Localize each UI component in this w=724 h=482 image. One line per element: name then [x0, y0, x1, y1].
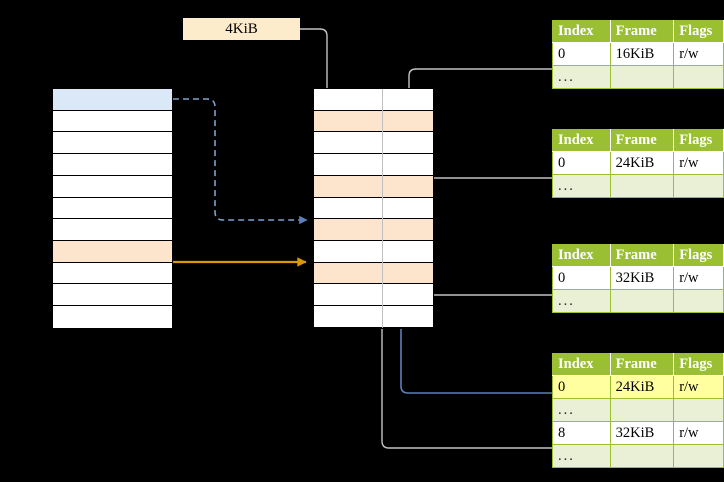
- cell-index: 0: [552, 266, 611, 290]
- table-row[interactable]: ...: [552, 65, 724, 89]
- table-row[interactable]: ...: [552, 444, 724, 468]
- cell-index: ...: [552, 65, 611, 89]
- left-memory-table-row[interactable]: [53, 306, 172, 328]
- cell-flags: [673, 444, 724, 468]
- middle-memory-table-row[interactable]: [314, 284, 433, 307]
- cell-frame: 32KiB: [609, 421, 675, 445]
- column-header-frame: Frame: [609, 353, 675, 376]
- middle-memory-table-row[interactable]: [314, 219, 433, 242]
- cell-frame: [609, 444, 675, 468]
- left-memory-table-row[interactable]: [53, 219, 172, 242]
- left-memory-table-row[interactable]: [53, 262, 172, 285]
- left-memory-table-row[interactable]: [53, 154, 172, 176]
- wire-left-blue-to-middle: [173, 98, 308, 225]
- wire-frame2-to-middle: [424, 177, 552, 218]
- column-header-index: Index: [552, 129, 611, 152]
- cell-frame: 24KiB: [609, 375, 675, 399]
- cell-flags: r/w: [673, 375, 724, 399]
- cell-index: ...: [552, 174, 611, 198]
- left-memory-table-row[interactable]: [53, 197, 172, 220]
- column-header-flags: Flags: [673, 244, 724, 267]
- left-memory-table-row[interactable]: [53, 89, 172, 111]
- cell-frame: 32KiB: [609, 266, 675, 290]
- table-row[interactable]: ...: [552, 398, 724, 422]
- table-row[interactable]: ...: [552, 289, 724, 313]
- cell-frame: [609, 398, 675, 422]
- page-size-label: 4KiB: [183, 18, 300, 40]
- cell-index: ...: [552, 289, 611, 313]
- cell-flags: [673, 289, 724, 313]
- left-memory-table-row[interactable]: [53, 175, 172, 198]
- cell-frame: 16KiB: [609, 42, 675, 66]
- middle-memory-table-row[interactable]: [314, 175, 433, 198]
- cell-index: 8: [552, 421, 611, 445]
- cell-flags: r/w: [673, 421, 724, 445]
- cell-flags: r/w: [673, 151, 724, 175]
- column-header-frame: Frame: [609, 20, 675, 43]
- left-memory-table-row[interactable]: [53, 241, 172, 263]
- cell-index: ...: [552, 398, 611, 422]
- cell-flags: r/w: [673, 266, 724, 290]
- left-memory-table-row[interactable]: [53, 132, 172, 155]
- cell-index: 0: [552, 151, 611, 175]
- table-row[interactable]: ...: [552, 174, 724, 198]
- column-header-frame: Frame: [609, 129, 675, 152]
- left-memory-table-row[interactable]: [53, 284, 172, 307]
- cell-flags: [673, 398, 724, 422]
- column-header-index: Index: [552, 244, 611, 267]
- middle-memory-table-row[interactable]: [314, 306, 433, 328]
- wire-frame3-to-middle: [425, 262, 552, 296]
- column-header-index: Index: [552, 20, 611, 43]
- cell-frame: [609, 65, 675, 89]
- column-header-flags: Flags: [673, 20, 724, 43]
- middle-table-column-divider: [382, 89, 383, 328]
- middle-memory-table-row[interactable]: [314, 197, 433, 220]
- column-header-flags: Flags: [673, 353, 724, 376]
- cell-frame: [609, 289, 675, 313]
- middle-memory-table-row[interactable]: [314, 241, 433, 263]
- column-header-flags: Flags: [673, 129, 724, 152]
- middle-memory-table-row[interactable]: [314, 89, 433, 111]
- cell-flags: [673, 174, 724, 198]
- cell-flags: r/w: [673, 42, 724, 66]
- middle-memory-table[interactable]: [313, 88, 434, 329]
- middle-memory-table-row[interactable]: [314, 262, 433, 285]
- middle-memory-table-row[interactable]: [314, 110, 433, 133]
- cell-frame: [609, 174, 675, 198]
- cell-index: ...: [552, 444, 611, 468]
- cell-flags: [673, 65, 724, 89]
- left-memory-table[interactable]: [52, 88, 173, 329]
- middle-memory-table-row[interactable]: [314, 154, 433, 176]
- column-header-index: Index: [552, 353, 611, 376]
- cell-index: 0: [552, 375, 611, 399]
- cell-index: 0: [552, 42, 611, 66]
- left-memory-table-row[interactable]: [53, 110, 172, 133]
- cell-frame: 24KiB: [609, 151, 675, 175]
- middle-memory-table-row[interactable]: [314, 132, 433, 155]
- column-header-frame: Frame: [609, 244, 675, 267]
